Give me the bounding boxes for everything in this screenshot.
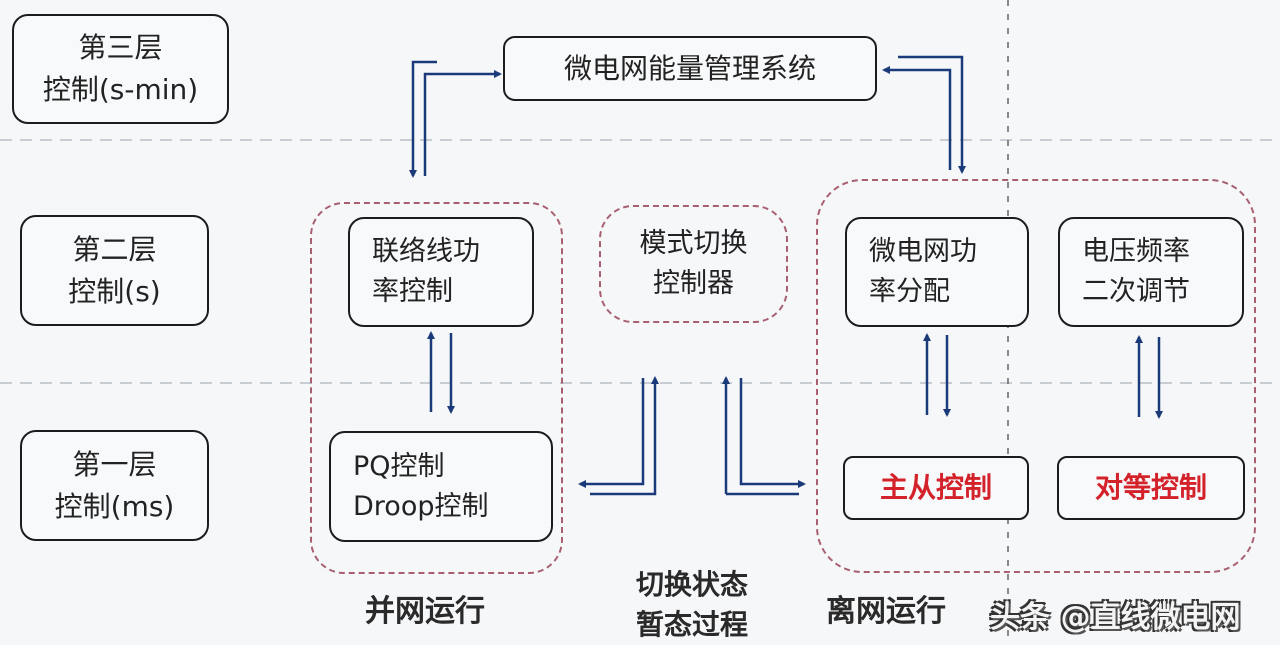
arrow-left-up-ems	[423, 70, 502, 176]
level-2-box: 第二层控制(s)	[20, 215, 209, 326]
watermark: 头条 @直线微电网	[990, 600, 1241, 635]
arrow-transition-to-grid	[578, 378, 645, 488]
arrow-ems-down-right	[898, 55, 966, 174]
power-allocation-node: 微电网功 率分配	[845, 217, 1029, 327]
arrow-transition-to-island	[739, 378, 806, 488]
pq-droop-node: PQ控制 Droop控制	[329, 431, 553, 542]
group-mode-switch	[599, 205, 788, 323]
group-islanded	[816, 179, 1256, 573]
level-1-box: 第一层控制(ms)	[20, 430, 209, 541]
caption-transition: 切换状态 暂态过程	[635, 568, 748, 641]
level-3-line1: 第三层	[78, 31, 163, 64]
ems-node: 微电网能量管理系统	[503, 36, 877, 101]
vf-secondary-node: 电压频率 二次调节	[1058, 217, 1244, 327]
mode-switch-node: 模式切换 控制器	[639, 228, 748, 299]
arrow-ems-down-left	[409, 60, 437, 178]
arrow-grid-to-transition	[590, 376, 659, 496]
master-slave-node: 主从控制	[843, 456, 1029, 520]
level-1-line1: 第一层	[72, 447, 157, 481]
level-2-line2: 控制(s)	[68, 274, 161, 308]
group-grid-connected	[310, 202, 563, 574]
peer-node: 对等控制	[1057, 456, 1245, 520]
level-3-box: 第三层控制(s-min)	[12, 14, 229, 124]
tie-line-power-node: 联络线功 率控制	[348, 217, 534, 327]
caption-islanded: 离网运行	[826, 594, 946, 629]
arrow-right-up-ems	[882, 66, 952, 170]
level-3-line2: 控制(s-min)	[42, 73, 199, 106]
level-2-line1: 第二层	[72, 232, 157, 266]
caption-grid-connected: 并网运行	[365, 594, 485, 629]
level-1-line2: 控制(ms)	[54, 489, 175, 523]
